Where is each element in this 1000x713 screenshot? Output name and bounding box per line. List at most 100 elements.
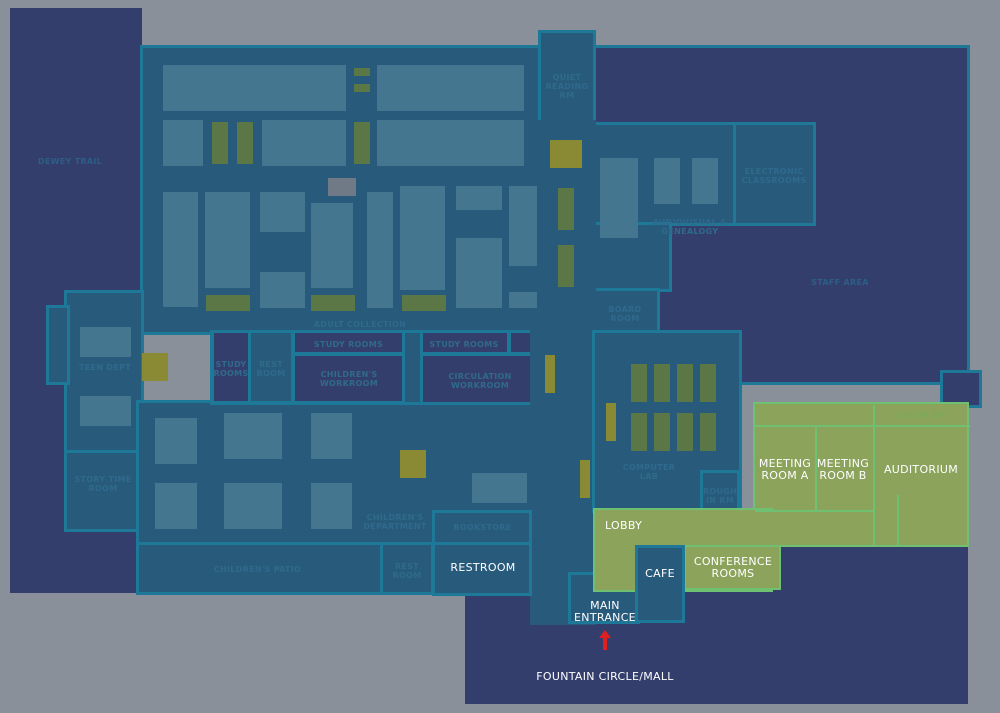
- green-divider: [755, 425, 970, 427]
- table: [354, 84, 370, 92]
- shelf: [262, 120, 346, 166]
- conference-rooms[interactable]: [684, 545, 781, 590]
- teen-dept-wing: [46, 305, 70, 385]
- shelf: [260, 192, 305, 232]
- shelf: [509, 292, 537, 308]
- bookstore-label: BOOKSTORE: [453, 523, 512, 532]
- shelf: [80, 327, 131, 357]
- computer-table: [631, 413, 647, 451]
- table: [354, 122, 370, 164]
- green-divider: [815, 425, 817, 511]
- fountain-circle-label: FOUNTAIN CIRCLE/MALL: [536, 670, 674, 683]
- auditorium-label: AUDITORIUM: [883, 463, 959, 476]
- shelf: [260, 272, 305, 308]
- table: [206, 295, 250, 311]
- green-divider: [873, 405, 875, 545]
- rest-room-upper-label: REST ROOM: [256, 360, 286, 378]
- shelf: [367, 192, 393, 308]
- electronic-classrooms-label: ELECTRONIC CLASSROOMS: [741, 167, 807, 185]
- shelf: [377, 65, 524, 111]
- computer-table: [631, 364, 647, 402]
- childrens-patio-label: CHILDREN'S PATIO: [213, 565, 302, 574]
- service-desk: [550, 140, 582, 168]
- childrens-workroom[interactable]: [292, 353, 405, 404]
- desk: [606, 403, 616, 441]
- shelf: [692, 158, 718, 204]
- teen-dept-label: TEEN DEPT: [79, 363, 131, 372]
- meeting-room-a-label: MEETING ROOM A: [758, 457, 812, 482]
- shelf: [311, 413, 352, 459]
- shelf: [155, 418, 197, 464]
- restroom-label: RESTROOM: [450, 561, 516, 574]
- green-divider: [897, 495, 899, 545]
- childrens-department-label: CHILDREN'S DEPARTMENT: [363, 513, 427, 531]
- restroom[interactable]: [432, 542, 532, 596]
- shelf: [456, 238, 502, 308]
- study-rooms-left-label: STUDY ROOMS: [213, 360, 249, 378]
- electronic-classrooms[interactable]: [733, 122, 816, 226]
- story-time-label: STORY TIME ROOM: [74, 475, 132, 493]
- desk: [545, 355, 555, 393]
- shelf: [377, 120, 524, 166]
- shelf: [224, 483, 282, 529]
- lobby-label: LOBBY: [605, 519, 643, 532]
- adult-collection-label: ADULT COLLECTION: [313, 320, 407, 329]
- shelf: [509, 186, 537, 266]
- cafe[interactable]: [635, 545, 685, 623]
- shelf: [80, 396, 131, 426]
- shelf: [311, 203, 353, 288]
- entrance-arrow-icon: [599, 630, 611, 650]
- study-rooms-right-label: STUDY ROOMS: [429, 340, 499, 349]
- computer-table: [700, 413, 716, 451]
- table: [558, 188, 574, 230]
- computer-table: [654, 413, 670, 451]
- shelf: [654, 158, 680, 204]
- service-desk: [400, 450, 426, 478]
- table: [354, 68, 370, 76]
- rest-room-lower-label: REST ROOM: [392, 562, 422, 580]
- staff-area-label: STAFF AREA: [811, 278, 869, 287]
- circulation-workroom-label: CIRCULATION WORKROOM: [448, 372, 512, 390]
- shelf: [163, 65, 346, 111]
- service-desk: [142, 353, 168, 381]
- shelf: [224, 413, 282, 459]
- shelf: [155, 483, 197, 529]
- table: [311, 295, 355, 311]
- childrens-workroom-label: CHILDREN'S WORKROOM: [319, 370, 379, 388]
- story-time-room[interactable]: [64, 450, 140, 532]
- shelf: [205, 192, 250, 288]
- computer-table: [677, 364, 693, 402]
- shelf: [163, 192, 198, 307]
- table: [237, 122, 253, 164]
- computer-table: [700, 364, 716, 402]
- table: [212, 122, 228, 164]
- desk: [328, 178, 356, 196]
- rest-room-lower[interactable]: [380, 542, 434, 595]
- board-room-label: BOARD ROOM: [608, 305, 642, 323]
- childrens-patio[interactable]: [136, 542, 384, 595]
- table: [558, 245, 574, 287]
- shelf: [600, 158, 638, 238]
- computer-table: [677, 413, 693, 451]
- quiet-reading-label: QUIET READING RM: [545, 73, 589, 100]
- conference-rooms-label: CONFERENCE ROOMS: [693, 555, 773, 580]
- table: [402, 295, 446, 311]
- computer-lab-label: COMPUTER LAB: [622, 463, 676, 481]
- green-divider: [755, 510, 875, 512]
- shelf: [163, 120, 203, 166]
- dewey-trail-label: DEWEY TRAIL: [37, 157, 103, 166]
- desk: [580, 460, 590, 498]
- audiovisual-label: AUDIOVISUAL & GENEALOGY: [652, 218, 728, 236]
- computer-table: [654, 364, 670, 402]
- cafe-label: CAFE: [645, 567, 675, 580]
- study-rooms-mid-label: STUDY ROOMS: [313, 340, 384, 349]
- main-entrance-label: MAIN ENTRANCE: [574, 599, 636, 624]
- shelf: [456, 186, 502, 210]
- rough-in-label: ROUGH IN RM: [702, 487, 738, 505]
- shelf: [472, 473, 527, 503]
- shelf: [311, 483, 352, 529]
- meeting-room-b-label: MEETING ROOM B: [816, 457, 870, 482]
- shelf: [400, 186, 445, 290]
- board-room[interactable]: [592, 288, 660, 333]
- green-room-label: GREEN RM: [896, 411, 946, 420]
